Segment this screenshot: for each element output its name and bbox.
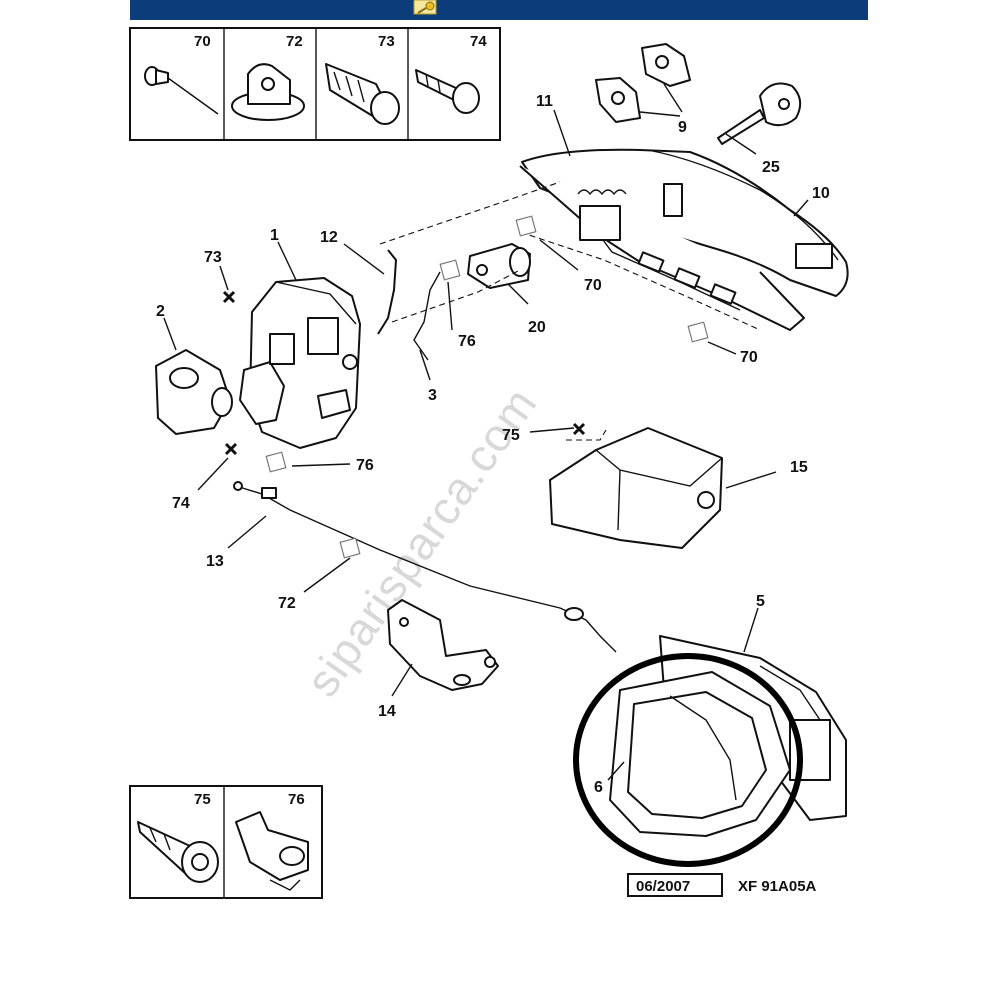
bolt-icon — [415, 69, 480, 114]
release-cable-part — [233, 481, 617, 653]
inset-label-72: 72 — [286, 33, 303, 50]
date-box — [627, 873, 723, 897]
rod-12-part — [377, 249, 397, 335]
callout-12: 12 — [320, 229, 338, 246]
top-inset-panel: 70 72 73 74 — [129, 27, 501, 141]
door-lock-mechanism-part — [239, 277, 361, 449]
x-markers — [222, 290, 586, 456]
highlight-circle — [573, 653, 803, 867]
bracket-part — [155, 349, 233, 435]
callout-76a: 76 — [458, 333, 476, 350]
key-part — [717, 82, 802, 145]
callout-20: 20 — [528, 319, 546, 336]
callout-70a: 70 — [584, 277, 602, 294]
interior-handle-part — [609, 671, 791, 837]
callout-6: 6 — [594, 779, 603, 796]
rivet-icon — [144, 66, 219, 115]
footer: 06/2007 XF 91A05A — [627, 873, 817, 897]
bottom-inset-panel: 75 76 — [129, 785, 323, 899]
lock-cover-part — [595, 43, 691, 123]
callout-75: 75 — [502, 427, 520, 444]
callout-15: 15 — [790, 459, 808, 476]
callout-72: 72 — [278, 595, 296, 612]
callout-74: 74 — [172, 495, 190, 512]
key-icon[interactable] — [413, 0, 437, 15]
exterior-handle-part — [519, 148, 849, 331]
self-tapping-screw-icon — [137, 821, 219, 883]
callout-11: 11 — [536, 93, 553, 110]
callout-14: 14 — [378, 703, 396, 720]
callout-73: 73 — [204, 249, 222, 266]
clip-icon — [231, 63, 305, 121]
callout-5: 5 — [756, 593, 765, 610]
inset-label-70: 70 — [194, 33, 211, 50]
footer-reference: XF 91A05A — [738, 878, 817, 895]
leader-lines — [163, 83, 809, 781]
callout-1: 1 — [270, 227, 279, 244]
callout-25: 25 — [762, 159, 780, 176]
inset-label-76: 76 — [288, 791, 305, 808]
inset-label-75: 75 — [194, 791, 211, 808]
lock-barrel-part — [467, 243, 531, 289]
inset-label-73: 73 — [378, 33, 395, 50]
header-bar — [130, 0, 868, 20]
callout-10: 10 — [812, 185, 830, 202]
callout-labels: 1 2 3 5 6 9 10 11 12 13 14 15 20 25 70 7… — [156, 93, 830, 796]
linkage-dashes — [379, 181, 761, 441]
callout-2: 2 — [156, 303, 165, 320]
callout-70b: 70 — [740, 349, 758, 366]
mounting-plate-part — [387, 599, 499, 691]
callout-76b: 76 — [356, 457, 374, 474]
footer-date: 06/2007 — [636, 878, 690, 895]
marker-squares — [265, 215, 709, 559]
rod-3-part — [413, 271, 441, 361]
lock-cover-15-part — [549, 427, 723, 549]
screw-icon — [325, 63, 400, 125]
callout-9: 9 — [678, 119, 687, 136]
inset-label-74: 74 — [470, 33, 487, 50]
callout-13: 13 — [206, 553, 224, 570]
retainer-clip-icon — [235, 811, 309, 891]
callout-3: 3 — [428, 387, 437, 404]
